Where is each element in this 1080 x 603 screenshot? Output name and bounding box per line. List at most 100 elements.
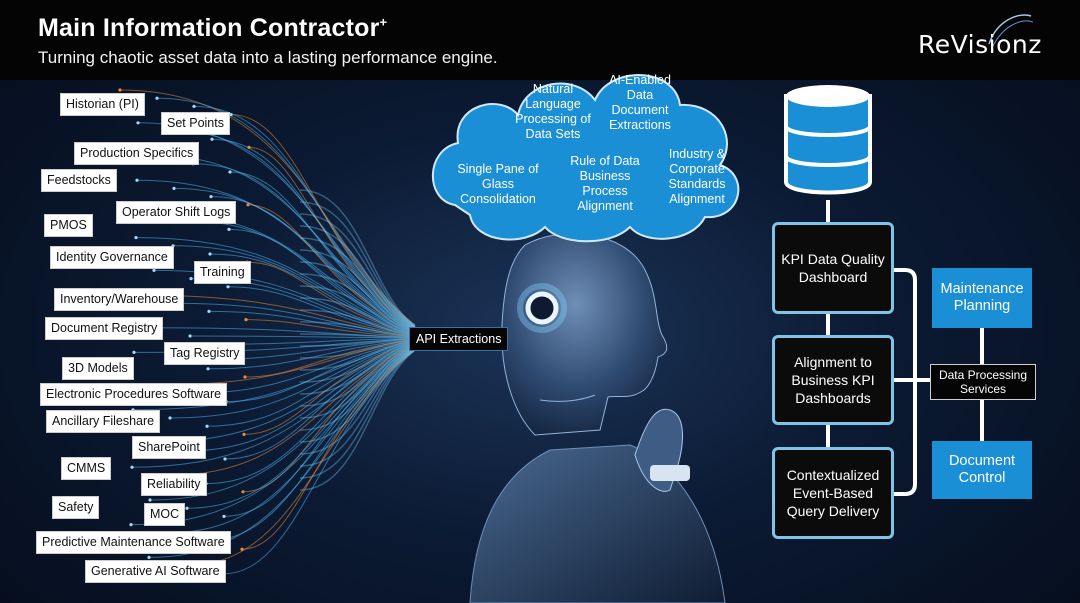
- wire-strand: [156, 97, 416, 326]
- title-mark: +: [379, 14, 388, 30]
- wire-bundle: [299, 201, 416, 328]
- wire-strand: [167, 347, 416, 534]
- cloud-item-ai-extractions: AI-Enabled Data Document Extractions: [609, 73, 671, 132]
- data-processing-services-label: Data Processing Services: [938, 368, 1028, 396]
- wire-strand: [244, 339, 416, 378]
- wire-strand: [119, 89, 416, 326]
- wire-strand: [207, 339, 416, 370]
- wire-node: [168, 416, 172, 420]
- kpi-data-quality-box: KPI Data Quality Dashboard: [772, 222, 894, 314]
- wire-node: [129, 523, 133, 527]
- wire-strand: [229, 171, 416, 330]
- wire-node: [172, 186, 176, 190]
- logo-swoosh-icon: [988, 14, 1034, 47]
- logo: ReVisionz: [918, 30, 1042, 59]
- wire-strand: [248, 146, 416, 329]
- wire-node: [210, 137, 214, 141]
- wire-bundle: [299, 347, 416, 467]
- wire-strand: [226, 337, 416, 345]
- source-reliability: Reliability: [141, 473, 207, 496]
- wire-node: [247, 145, 251, 149]
- cloud-shape: [431, 74, 740, 243]
- page-subtitle: Turning chaotic asset data into a lastin…: [38, 48, 498, 67]
- wire-node: [209, 195, 213, 199]
- wire-node: [242, 432, 246, 436]
- wire-strand: [224, 343, 416, 460]
- ai-cloud: Natural Language Processing of Data Sets…: [430, 55, 750, 250]
- source-pmos: PMOS: [44, 214, 93, 237]
- page-title: Main Information Contractor+: [38, 14, 387, 43]
- document-control-box: Document Control: [932, 441, 1032, 499]
- wire-node: [226, 285, 230, 289]
- wire-strand: [206, 342, 416, 427]
- wire-bundle: [299, 261, 416, 333]
- source-identity-governance: Identity Governance: [50, 246, 174, 269]
- event-query-delivery-box: Contextualized Event-Based Query Deliver…: [772, 447, 894, 539]
- wire-strand: [246, 261, 416, 335]
- wire-strand: [171, 302, 416, 337]
- source-training: Training: [194, 261, 251, 284]
- wire-strand: [152, 327, 416, 338]
- maintenance-planning-label: Maintenance Planning: [940, 281, 1024, 314]
- api-extractions-label: API Extractions: [409, 327, 509, 351]
- wire-strand: [225, 340, 416, 403]
- wire-bundle: [299, 237, 416, 331]
- wire-strand: [205, 345, 416, 485]
- source-inventory-warehouse: Inventory/Warehouse: [54, 288, 185, 311]
- wire-bundle: [299, 273, 416, 334]
- wire-strand: [211, 138, 416, 328]
- wire-node: [208, 252, 212, 256]
- wire-strand: [132, 341, 416, 411]
- wire-strand: [186, 346, 416, 509]
- wire-node: [148, 498, 152, 502]
- document-control-label: Document Control: [948, 453, 1016, 486]
- wire-bundle: [299, 340, 416, 383]
- wire-node: [241, 490, 245, 494]
- wire-strand: [172, 245, 416, 334]
- wire-strand: [242, 345, 416, 493]
- wire-node: [243, 375, 247, 379]
- wire-strand: [208, 310, 416, 338]
- wire-bundle: [299, 321, 416, 338]
- wire-node: [205, 424, 209, 428]
- maintenance-planning-box: Maintenance Planning: [932, 268, 1032, 328]
- wire-bundle: [299, 343, 416, 419]
- event-query-delivery-label: Contextualized Event-Based Query Deliver…: [786, 467, 880, 519]
- wire-strand: [174, 130, 416, 328]
- wire-bundle: [299, 297, 416, 336]
- wire-node: [223, 457, 227, 461]
- source-moc: MOC: [144, 503, 186, 526]
- wire-node: [135, 178, 139, 182]
- wire-node: [152, 268, 156, 272]
- wire-node: [134, 236, 138, 240]
- wire-node: [229, 113, 233, 117]
- wire-bundle: [299, 349, 416, 491]
- wire-node: [206, 367, 210, 371]
- wire-strand: [204, 348, 416, 542]
- robot-illustration: [469, 233, 726, 603]
- wire-bundle: [299, 346, 416, 455]
- wire-node: [136, 121, 140, 125]
- data-processing-services-box: Data Processing Services: [930, 364, 1036, 400]
- source-generative-ai-software: Generative AI Software: [85, 560, 226, 583]
- wire-bundle: [299, 285, 416, 335]
- wire-node: [207, 309, 211, 313]
- wire-bundle: [299, 342, 416, 407]
- wire-strand: [187, 343, 416, 452]
- source-tag-registry: Tag Registry: [164, 342, 246, 365]
- wire-strand: [191, 220, 416, 333]
- wire-strand: [209, 253, 416, 335]
- business-kpi-alignment-label: Alignment to Business KPI Dashboards: [791, 354, 875, 406]
- wire-strand: [169, 341, 416, 419]
- wire-strand: [131, 344, 416, 468]
- wire-strand: [247, 204, 416, 332]
- wire-node: [189, 277, 193, 281]
- cloud-item-nlp: Natural Language Processing of Data Sets: [515, 82, 591, 141]
- source-3d-models: 3D Models: [62, 357, 134, 380]
- wire-node: [188, 334, 192, 338]
- title-text: Main Information Contractor: [38, 14, 380, 42]
- cloud-item-rule-of-data: Rule of Data Business Process Alignment: [570, 154, 640, 213]
- cloud-item-single-pane: Single Pane of Glass Consolidation: [457, 162, 539, 206]
- wire-bundle: [299, 225, 416, 330]
